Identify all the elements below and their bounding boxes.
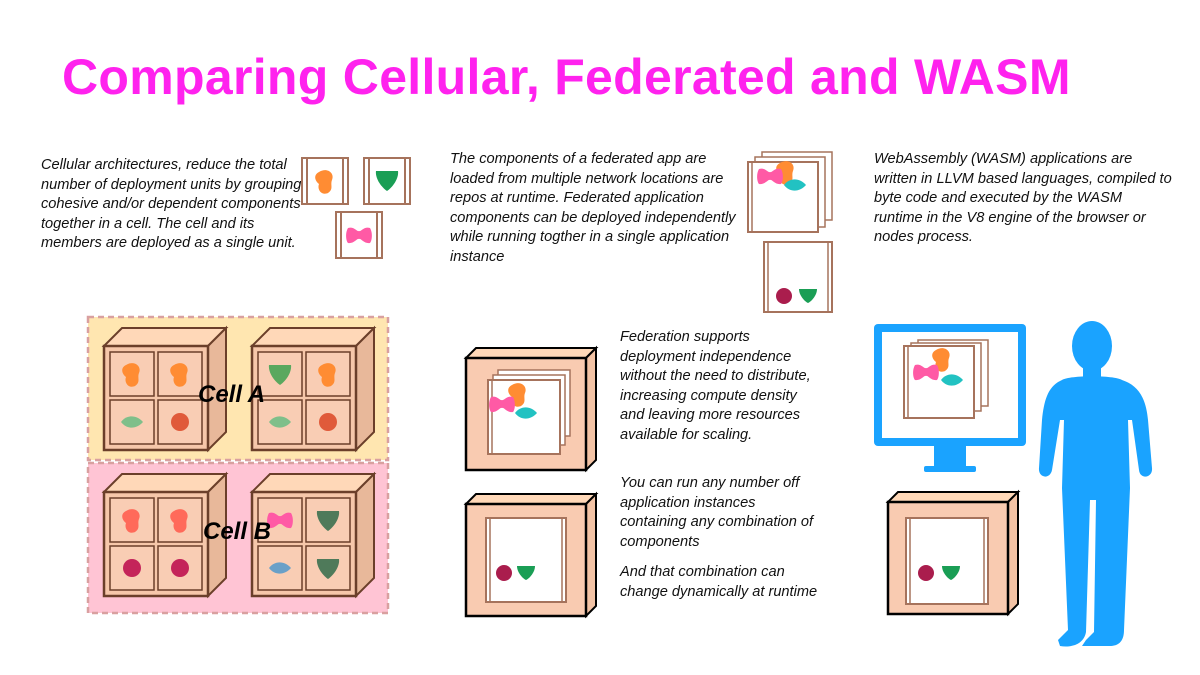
cell-a-label: Cell A xyxy=(198,381,265,409)
cell-b-label: Cell B xyxy=(203,518,271,546)
federation-box-single xyxy=(466,494,596,616)
person-icon xyxy=(1039,321,1152,646)
federated-stacked-app xyxy=(748,152,832,232)
monitor-icon xyxy=(874,324,1026,472)
cellular-unit-orange xyxy=(302,158,348,204)
cellular-unit-pink xyxy=(336,212,382,258)
wasm-box xyxy=(888,492,1018,614)
cellular-unit-green xyxy=(364,158,410,204)
federated-single-app xyxy=(764,242,832,312)
federation-box-combined xyxy=(466,348,596,470)
